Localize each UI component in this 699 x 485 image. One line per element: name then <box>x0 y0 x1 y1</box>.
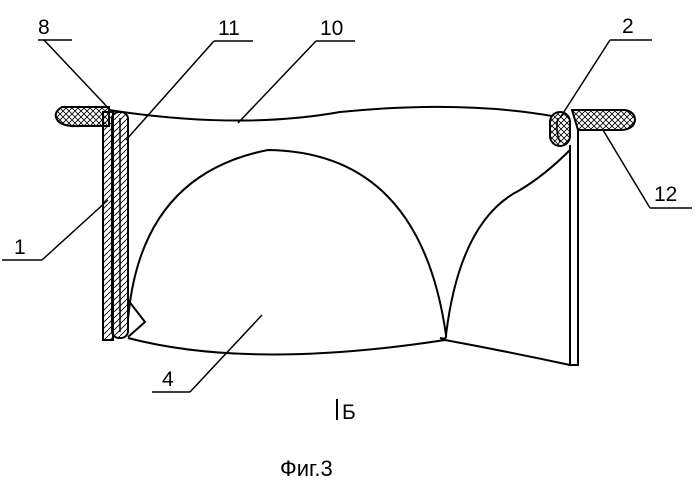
leader-10-diag <box>238 41 316 123</box>
leader-11-diag <box>126 41 214 140</box>
dome <box>128 150 446 339</box>
section-marker-label: Б <box>342 401 356 424</box>
label-1: 1 <box>14 236 26 259</box>
figure-caption: Фиг.3 <box>280 456 333 481</box>
leader-1-diag <box>42 200 108 260</box>
leader-8-diag <box>44 40 113 113</box>
label-11: 11 <box>218 17 240 40</box>
label-4: 4 <box>162 368 174 391</box>
left-flange <box>56 107 109 126</box>
lid-membrane <box>109 107 552 121</box>
label-2: 2 <box>622 15 634 38</box>
right-flange <box>572 110 635 130</box>
leader-12-diag <box>603 130 650 208</box>
right-wall <box>570 128 578 365</box>
right-partial-dome <box>446 150 570 335</box>
label-8: 8 <box>38 16 50 39</box>
leader-2-diag <box>560 40 610 118</box>
dome-left-foot <box>128 300 145 337</box>
label-10: 10 <box>320 17 343 40</box>
label-12: 12 <box>654 183 677 206</box>
bottom-edge <box>128 338 570 365</box>
